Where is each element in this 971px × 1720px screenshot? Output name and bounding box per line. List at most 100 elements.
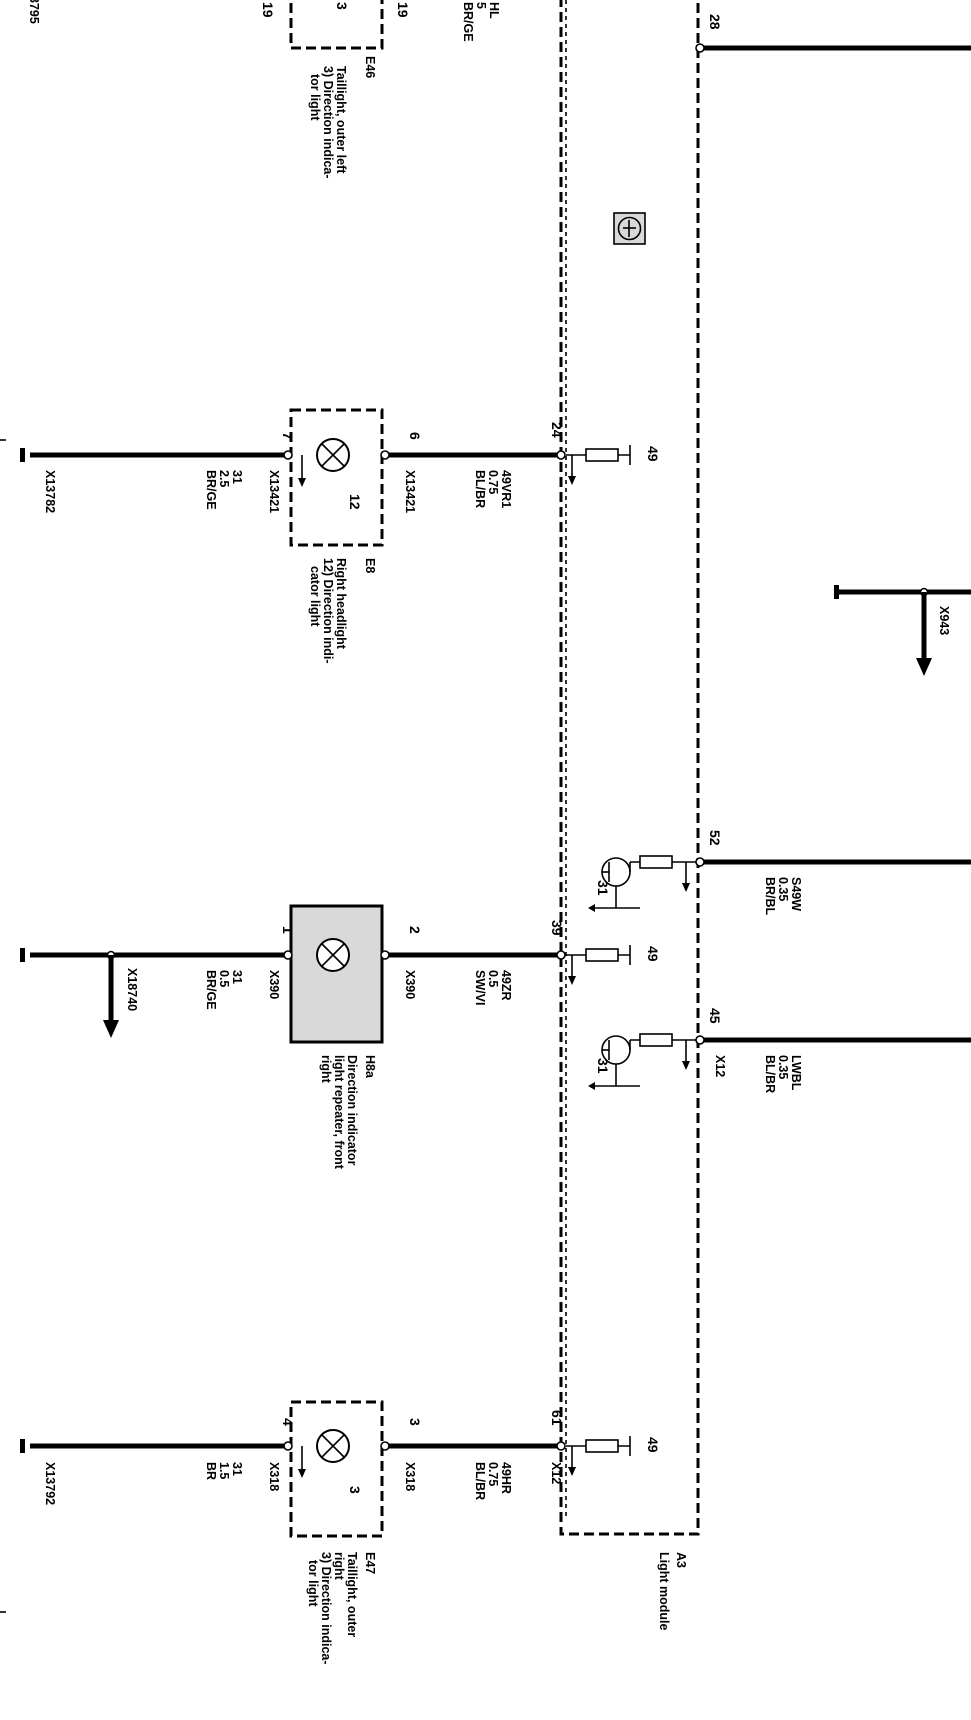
pin-45-label: 45	[707, 1008, 723, 1024]
component-h8a: X18740 1 2 X390 X390 31 0.5 BR/GE 49ZR 0…	[20, 904, 661, 1170]
pin-28-label: 28	[707, 14, 723, 30]
e47-wire-out-1: 31	[230, 1462, 244, 1476]
h8a-desc-1: Direction indicator	[345, 1055, 359, 1166]
component-e8: 12 7 6 X13421 X13421 31 2.5 BR/GE 49VR1 …	[20, 408, 661, 664]
e47-inner-number: 3	[347, 1486, 363, 1494]
h8a-desc-2: light repeater, front	[332, 1055, 346, 1170]
h8a-resistor-label: 49	[645, 946, 661, 962]
e47-resistor-label: 49	[645, 1437, 661, 1453]
resistor-icon	[585, 1439, 619, 1453]
e47-module-conn: X12	[549, 1462, 563, 1484]
e47-conn-in: X318	[403, 1462, 417, 1491]
module-pin-24: 24	[549, 422, 565, 438]
module-id: A3	[674, 1552, 688, 1568]
e46-left-pin: 19	[260, 2, 276, 18]
light-module-a3: A3 Light module	[559, 0, 700, 1631]
e8-wire-out-2: 2.5	[217, 470, 231, 487]
h8a-wire-out-3: BR/GE	[204, 970, 218, 1010]
e8-desc-1: Right headlight	[334, 558, 348, 650]
h8a-conn-out: X390	[267, 970, 281, 999]
module-pin-39: 39	[549, 920, 565, 936]
e46-desc-1: Taillight, outer left	[334, 66, 348, 174]
e8-conn-out: X13421	[267, 470, 281, 513]
e47-conn-out: X318	[267, 1462, 281, 1491]
e8-pin-in: 6	[407, 432, 423, 440]
module-pin-28: 28	[695, 14, 971, 53]
pin-52-label: 52	[707, 830, 723, 846]
e47-wire-out-3: BR	[204, 1462, 218, 1480]
module-name: Light module	[657, 1552, 671, 1631]
x943-label: X943	[937, 606, 951, 635]
branch-x943: X943	[834, 585, 971, 676]
h8a-wire-in-1: 49ZR	[499, 970, 513, 1001]
e47-id: E47	[363, 1552, 377, 1574]
e46-desc-2: 3) Direction indica-	[321, 66, 335, 179]
e47-wire-in-3: BL/BR	[473, 1462, 487, 1500]
component-e47: 3 4 3 X318 X318 31 1.5 BR 49HR 0.75 BL/B…	[20, 1400, 661, 1665]
e46-wire-color-b: 5	[474, 2, 488, 9]
e46-wire-color-c: BR/GE	[461, 2, 475, 42]
e8-ground-ref: X13782	[43, 470, 57, 513]
resistor-icon	[585, 948, 619, 962]
ground-terminal-x13792	[20, 1439, 25, 1453]
h8a-pin-out: 1	[280, 926, 296, 934]
e8-wire-out-1: 31	[230, 470, 244, 484]
e47-desc-3: 3) Direction indica-	[319, 1552, 333, 1665]
pin-45-wire-3: BL/BR	[763, 1055, 777, 1093]
h8a-ground-arrow: X18740	[125, 968, 139, 1011]
h8a-conn-in: X390	[403, 970, 417, 999]
e8-desc-3: cator light	[308, 566, 322, 627]
e46-id: E46	[363, 56, 377, 78]
light-module-box	[559, 0, 700, 1536]
ground-terminal-x13782	[20, 448, 25, 462]
e47-wire-in-2: 0.75	[486, 1462, 500, 1486]
e46-wire-color-a: HL	[487, 2, 501, 19]
e46-desc-3: tor light	[308, 74, 322, 121]
h8a-pin-in: 2	[407, 926, 423, 934]
pin-45-ground: 31	[595, 1058, 611, 1074]
e46-ground-ref: 3795	[27, 0, 41, 24]
e8-wire-in-2: 0.75	[486, 470, 500, 494]
resistor-icon	[585, 448, 619, 462]
e47-wire-in-1: 49HR	[499, 1462, 513, 1494]
e8-desc-2: 12) Direction indi-	[321, 558, 335, 664]
e47-wire-out-2: 1.5	[217, 1462, 231, 1479]
module-pin-61: 61	[549, 1410, 565, 1426]
component-h8a-box	[289, 904, 384, 1044]
resistor-icon	[639, 855, 673, 869]
e46-inner-number: 3	[334, 2, 350, 10]
e47-ground-ref: X13792	[43, 1462, 57, 1505]
h8a-id: H8a	[363, 1055, 377, 1079]
e46-right-pin: 19	[395, 2, 411, 18]
pin-52-ground: 31	[595, 880, 611, 896]
component-e8-box	[289, 408, 384, 547]
pin-52-wire-3: BR/BL	[763, 877, 777, 916]
pin-45-wire-1: LWBL	[789, 1055, 803, 1091]
resistor-icon	[639, 1033, 673, 1047]
h8a-wire-in-3: SW/VI	[473, 970, 487, 1005]
e8-wire-out-3: BR/GE	[204, 470, 218, 510]
e8-conn-in: X13421	[403, 470, 417, 513]
e8-id: E8	[363, 558, 377, 573]
h8a-wire-in-2: 0.5	[486, 970, 500, 987]
pin-45-wire-2: 0.35	[776, 1055, 790, 1079]
module-pin-52: 52 S49W 0.35 BR/BL 31	[588, 830, 971, 916]
e47-desc-4: tor light	[306, 1560, 320, 1607]
pin-45-conn: X12	[713, 1055, 727, 1077]
e8-wire-in-3: BL/BR	[473, 470, 487, 508]
pin-52-wire-2: 0.35	[776, 877, 790, 901]
e8-wire-in-1: 49VR1	[499, 470, 513, 508]
e8-inner-number: 12	[347, 494, 363, 510]
e47-pin-out: 4	[280, 1418, 296, 1426]
e8-pin-out: 7	[280, 432, 296, 440]
pin-52-wire-1: S49W	[789, 877, 803, 911]
e47-desc-2: right	[332, 1552, 346, 1581]
e47-desc-1: Taillight, outer	[345, 1552, 359, 1637]
h8a-wire-out-1: 31	[230, 970, 244, 984]
component-e46: 3 19 19 E46 Taillight, outer left 3) Dir…	[27, 0, 501, 179]
component-e47-box	[289, 1400, 384, 1538]
e47-pin-in: 3	[407, 1418, 423, 1426]
e8-resistor-label: 49	[645, 446, 661, 462]
ground-terminal	[20, 948, 25, 962]
